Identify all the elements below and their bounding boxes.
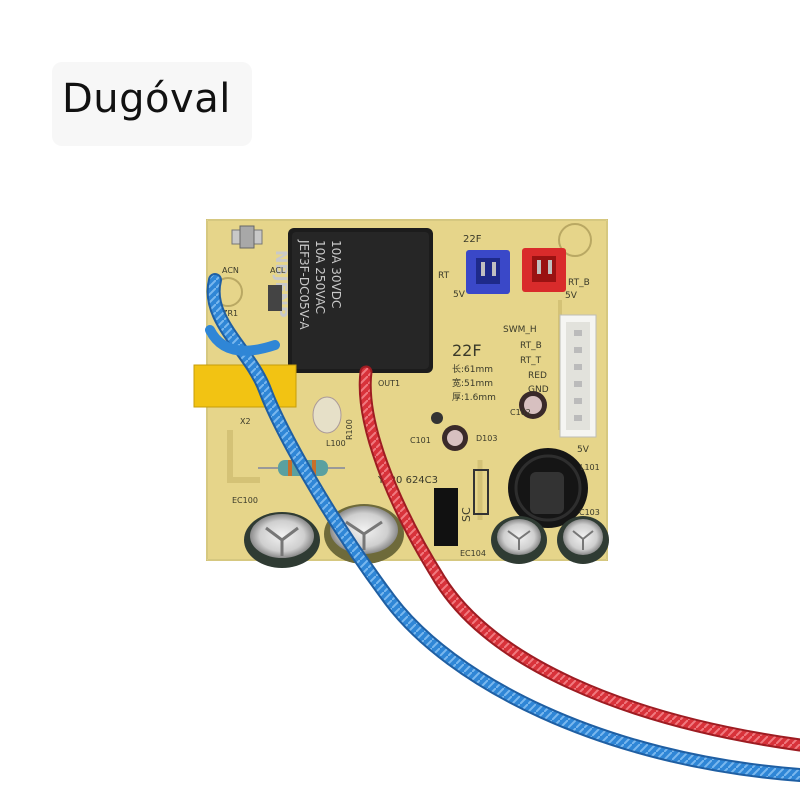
label-r100: R100 — [345, 419, 354, 440]
label-sc: SC — [460, 507, 473, 522]
relay-line1: 10A 30VDC — [329, 240, 343, 308]
label-acl: ACL — [270, 266, 286, 275]
label-5v-left: 5V — [453, 290, 466, 300]
label-ec100: EC100 — [232, 496, 258, 505]
wire-red — [358, 365, 800, 752]
inductor-l101 — [508, 448, 588, 528]
label-zr1: ZR1 — [222, 309, 238, 318]
label-swm-h: SWM_H — [503, 325, 537, 335]
yellow-capacitor — [193, 364, 297, 408]
led — [312, 396, 342, 434]
sc-component — [434, 488, 458, 546]
label-red: RED — [528, 371, 547, 381]
capacitor-c102 — [519, 391, 547, 419]
relay-line2: 10A 250VAC — [313, 240, 327, 314]
connector-red — [522, 248, 566, 292]
caption-text: Dugóval — [62, 76, 231, 122]
label-gnd: GND — [528, 385, 549, 395]
capacitor-c103 — [557, 516, 609, 564]
label-rt: RT — [438, 271, 450, 281]
capacitor-ec104 — [491, 516, 547, 564]
small-component — [431, 412, 443, 424]
label-l101: L101 — [580, 463, 600, 472]
zr1-component — [268, 285, 282, 311]
diode — [473, 469, 489, 515]
relay-line3: JEF3F-DC05V-A — [297, 239, 311, 330]
connector-white — [559, 314, 597, 438]
label-ec104: EC104 — [460, 549, 486, 558]
label-rt-b: RT_B — [520, 341, 542, 351]
mounting-hole — [558, 223, 592, 257]
label-c102: C102 — [510, 408, 531, 417]
label-rt-b-top: RT_B — [568, 278, 590, 288]
label-length: 长:61mm — [452, 363, 493, 375]
label-c103: C103 — [579, 508, 600, 517]
relay: 10A 30VDC 10A 250VAC JEF3F-DC05V-A NBJEN… — [272, 228, 433, 373]
label-out1: OUT1 — [378, 379, 400, 388]
label-acn: ACN — [222, 266, 239, 275]
label-22f-spec: 22F — [452, 341, 482, 360]
label-5v-conn: 5V — [577, 445, 590, 455]
label-d103: D103 — [476, 434, 497, 443]
capacitor-c101 — [442, 425, 468, 451]
caption-box — [52, 62, 252, 146]
wire-blue — [205, 273, 800, 782]
label-rt-t: RT_T — [520, 356, 542, 366]
label-thickness: 厚:1.6mm — [452, 392, 496, 403]
label-l100: L100 — [326, 439, 346, 448]
label-x2: X2 — [240, 417, 251, 426]
label-22f-top: 22F — [463, 234, 482, 245]
silkscreen-labels: ACN ACL ZR1 RT 5V 22F RT_B 5V SWM_H RT_B… — [222, 234, 600, 558]
capacitor-ec100 — [244, 512, 320, 568]
label-c101: C101 — [410, 436, 431, 445]
connector-blue — [466, 250, 510, 294]
label-width: 宽:51mm — [452, 377, 493, 389]
label-5v-right-top: 5V — [565, 291, 578, 301]
label-board-code: YL20 624C3 — [377, 475, 438, 486]
